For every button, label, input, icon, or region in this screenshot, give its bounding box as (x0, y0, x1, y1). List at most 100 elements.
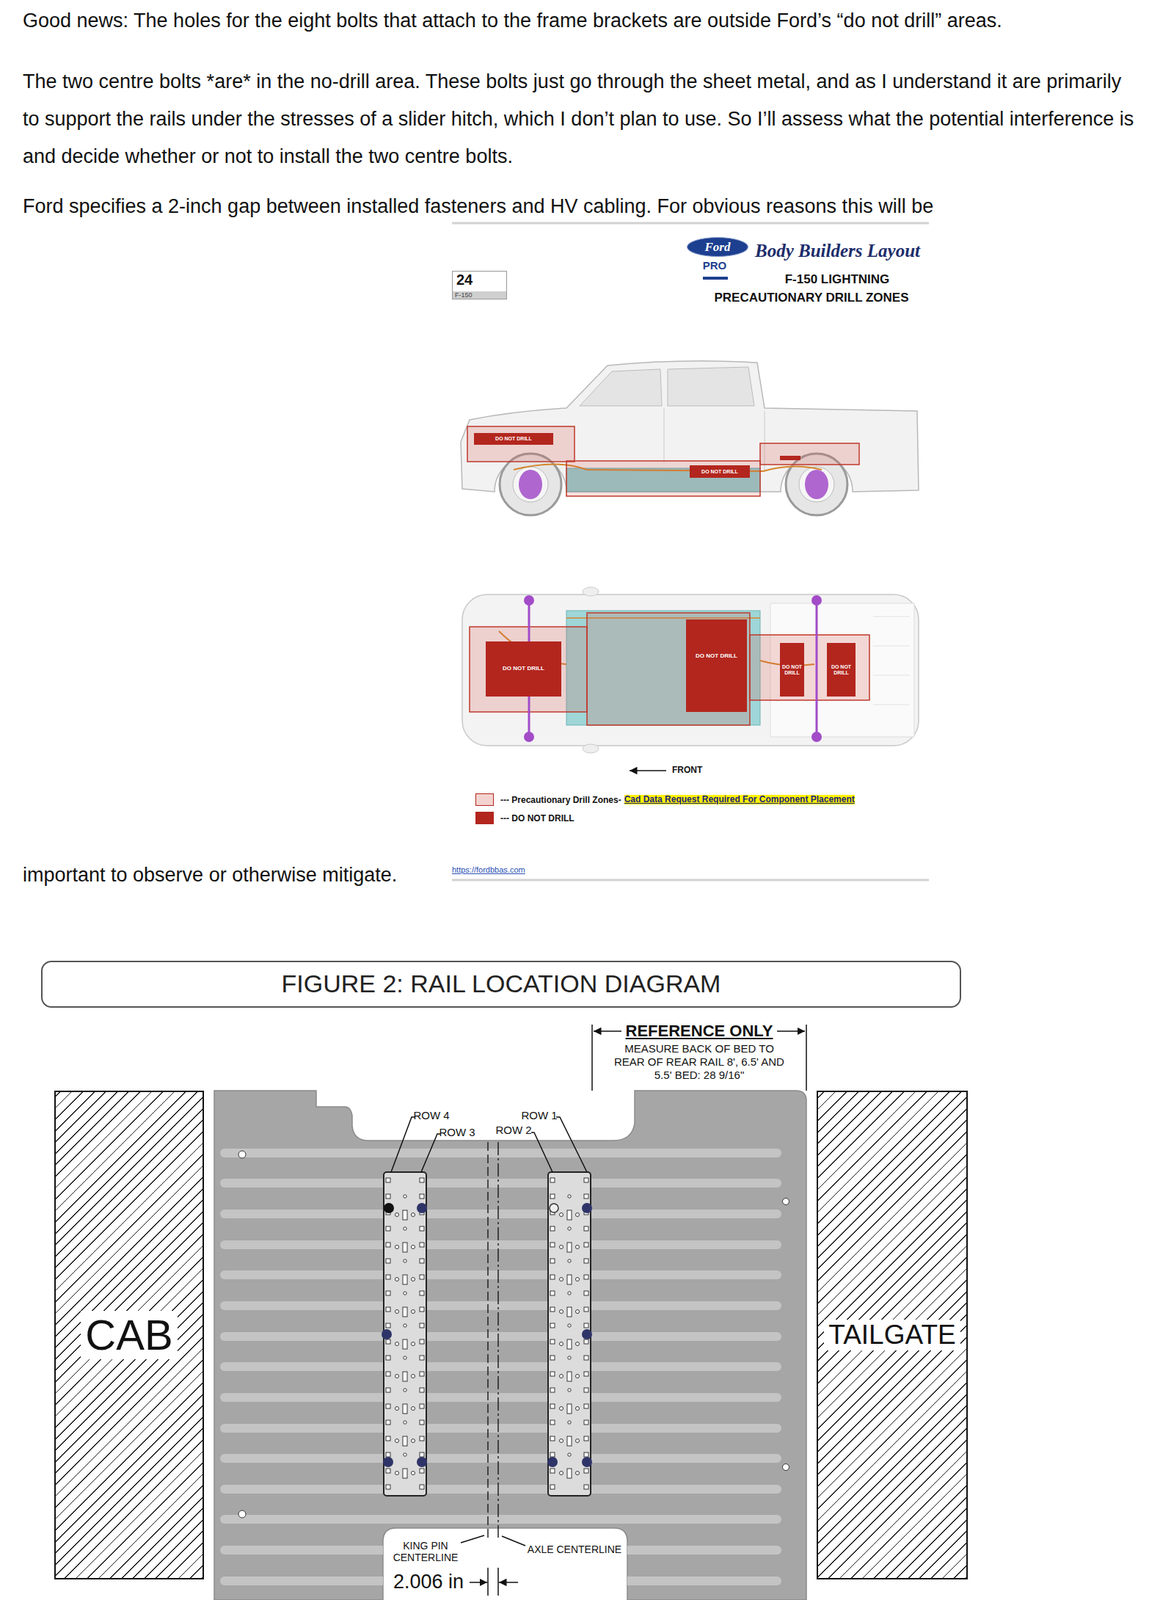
drawing-part (501, 1535, 526, 1546)
drawing-part (220, 1392, 782, 1402)
centerline-label: KING PIN CENTERLINE (385, 1539, 466, 1563)
hatched-region: TAILGATE (816, 1090, 968, 1579)
drawing-part (220, 1484, 782, 1494)
drawing-part (523, 731, 535, 742)
frame-line (451, 878, 929, 882)
drawing-part (760, 443, 860, 465)
box-text: Ford (705, 239, 731, 255)
drawing-part (391, 1116, 416, 1172)
drawing-part (667, 366, 755, 406)
drawing-part (518, 469, 543, 499)
box-text: DO NOT DRILL (495, 435, 532, 442)
legend-swatch (475, 811, 494, 824)
drawing-part (749, 634, 870, 700)
drawing-part (549, 1203, 559, 1213)
drawing-part (873, 616, 910, 618)
model-label: F-150 (452, 291, 507, 299)
centerline (487, 1141, 489, 1538)
direction-label: FRONT (672, 765, 703, 776)
row-label: ROW 3 (438, 1125, 475, 1138)
legend-text: --- Precautionary Drill Zones- (500, 794, 622, 805)
drawing-part (523, 595, 535, 606)
drawing-part (873, 675, 910, 676)
drawing-part (566, 610, 761, 725)
model-label: 24 (452, 271, 507, 289)
drawing-part (566, 460, 761, 496)
box-text: DO NOT DRILL (695, 653, 738, 660)
box-text: DO NOT DRILL (701, 468, 739, 475)
drawing-part (579, 369, 662, 406)
drawing-part (497, 1567, 499, 1596)
doc-subtitle: F-150 LIGHTNING (785, 272, 890, 287)
drawing-part (220, 1514, 782, 1524)
drawing-part (416, 1202, 428, 1213)
drawing-part (220, 1209, 782, 1218)
drawing-part (220, 1239, 782, 1249)
drawing-part (782, 1463, 790, 1471)
doc-subtitle: PRECAUTIONARY DRILL ZONES (713, 290, 909, 306)
figure-title-box: FIGURE 2: RAIL LOCATION DIAGRAM (41, 960, 962, 1008)
legend-text: --- DO NOT DRILL (500, 812, 575, 824)
legend-swatch (475, 793, 494, 806)
dimension-value: 2.006 in (393, 1570, 464, 1593)
drawing-part (591, 1024, 593, 1091)
drawing-part (220, 1300, 782, 1310)
no-drill-box: DO NOT DRILL (485, 641, 562, 697)
no-drill-box: DO NOT DRILL (689, 465, 750, 478)
drawing-part (383, 1202, 395, 1213)
drawing-part (586, 612, 750, 725)
centerline-label: AXLE CENTERLINE (527, 1543, 622, 1555)
link-note: Cad Data Request Required For Component … (624, 794, 855, 805)
drawing-part (416, 1456, 428, 1467)
row-label: ROW 2 (495, 1123, 532, 1136)
drawing-part (220, 1545, 782, 1555)
drawing-part (462, 594, 919, 746)
drawing-part (547, 1456, 558, 1467)
legend: --- Precautionary Drill Zones- --- DO NOT… (475, 790, 622, 827)
drawing-part (581, 1202, 593, 1213)
drawing-part (556, 1116, 587, 1172)
drawing-part (467, 426, 575, 462)
no-drill-box: DO NOT DRILL (686, 619, 747, 712)
paragraph: Ford specifies a 2-inch gap between inst… (22, 192, 1138, 220)
drawing-part (664, 407, 665, 463)
drawing-part (220, 1576, 782, 1585)
drawing-part (238, 1150, 246, 1158)
row-label: ROW 4 (413, 1108, 450, 1122)
logo-oval: Ford (686, 236, 749, 257)
model-year-box: 24F-150 (451, 270, 507, 300)
dimension (469, 1567, 519, 1596)
drawing-part (782, 1198, 790, 1205)
drawing-part (498, 1581, 519, 1583)
centerline (497, 1141, 499, 1538)
drawing-part (770, 603, 915, 737)
no-drill-box: DO NOT DRILL (779, 642, 805, 697)
box-text: TAILGATE (823, 1319, 960, 1351)
box-text: FIGURE 2: RAIL LOCATION DIAGRAM (281, 969, 722, 998)
drawing-part (512, 466, 549, 502)
frame-line (451, 222, 929, 225)
truck-top-view (462, 586, 919, 753)
drawing-part (531, 1132, 553, 1172)
box-text: CAB (80, 1310, 177, 1360)
drawing-part (581, 1456, 593, 1467)
drawing-part (487, 1567, 489, 1596)
source-url: https://fordbbas.com (451, 865, 526, 875)
drawing-part (805, 1024, 808, 1091)
drawing-part (220, 1361, 782, 1371)
drawing-part (811, 595, 822, 606)
drawing-part (779, 455, 801, 461)
drawing-part (220, 1148, 782, 1158)
drawing-part (469, 1581, 488, 1583)
doc-title: Body Builders Layout (754, 240, 921, 262)
drawing-part (220, 1178, 782, 1188)
box-text: DO NOT DRILL (828, 664, 855, 676)
drawing-part (499, 453, 562, 516)
drawing-part (383, 1456, 394, 1467)
row-label: ROW 1 (520, 1108, 557, 1122)
dimension-label: REFERENCE ONLY (621, 1021, 778, 1040)
truck-bed (214, 1090, 807, 1600)
legend-row: --- Precautionary Drill Zones- (475, 790, 622, 809)
